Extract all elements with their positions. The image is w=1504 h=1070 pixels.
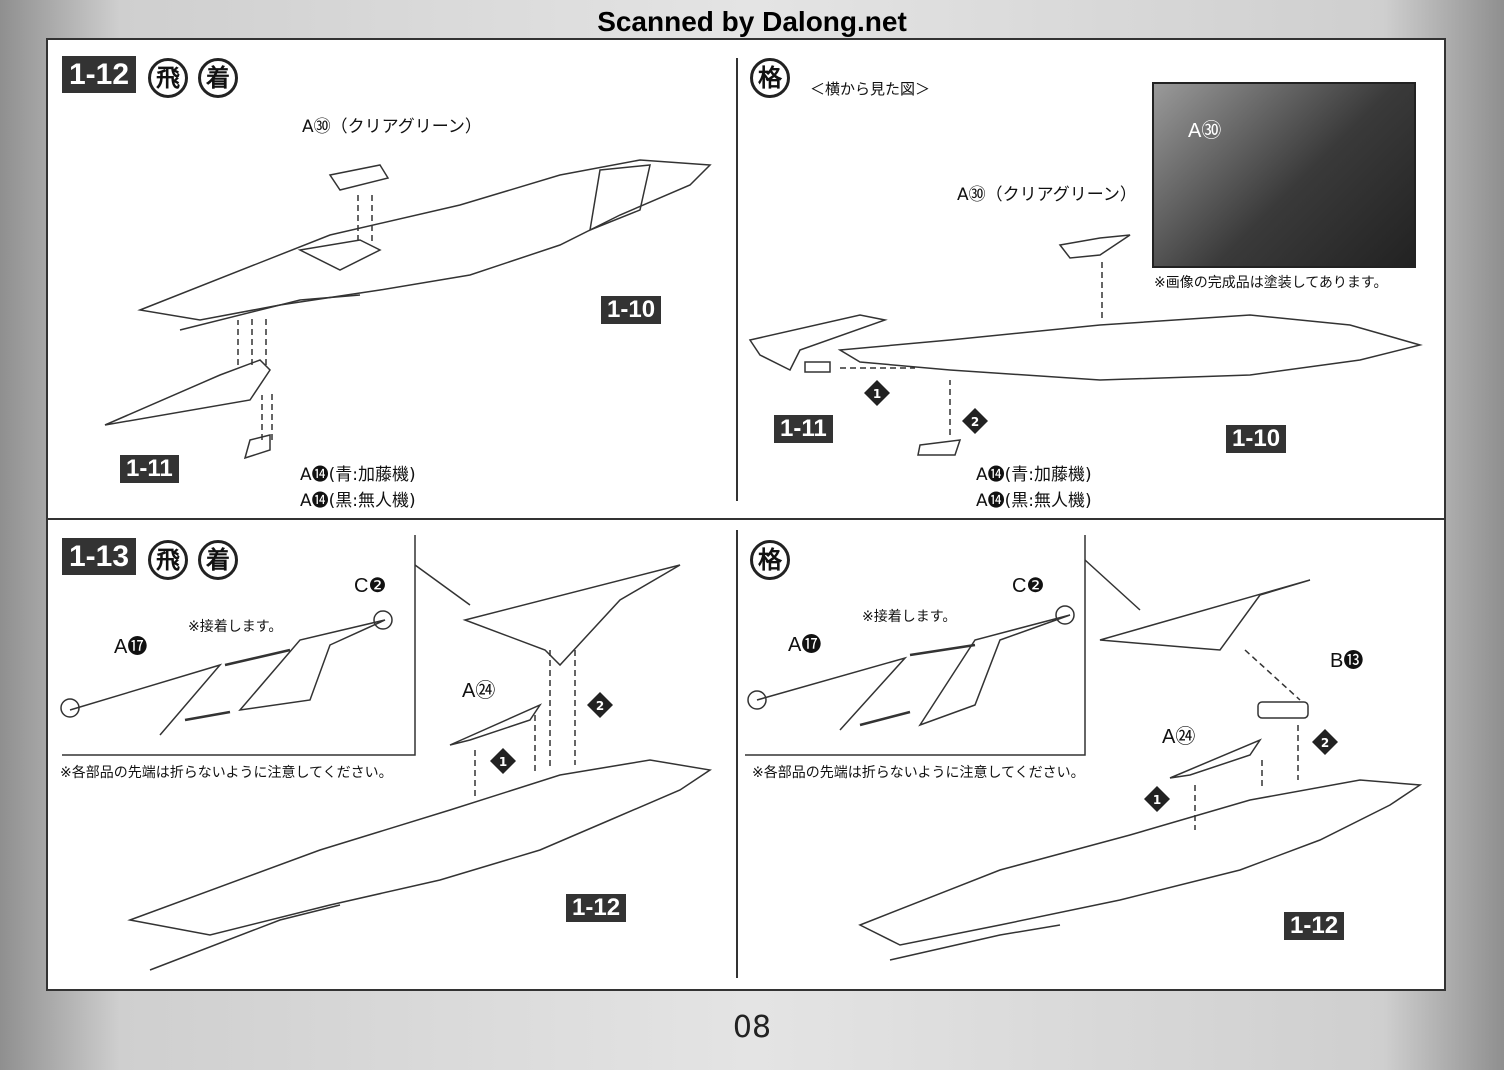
assembly-arrows-top-right (840, 262, 1103, 435)
part-label-a14-blue-side: A⓮(青:加藤機) (976, 465, 1092, 485)
step-marker-2-top-right: 2 (971, 415, 979, 429)
aircraft-drawing-bottom-left (127, 564, 712, 971)
part-label-canopy: A㉚（クリアグリーン） (302, 117, 482, 137)
detail-inset-bottom-left (60, 535, 471, 756)
vertical-divider-top (736, 58, 738, 501)
ref-step-1-12-fighter: 1-12 (1284, 912, 1345, 941)
step-number-1-12: 1-12 (62, 56, 137, 93)
step-marker-1-top-right: 1 (873, 387, 881, 401)
detail-arrows-bottom-right (859, 643, 976, 727)
fighter-mode-icon: 格 (750, 58, 790, 98)
glue-note-fighter: ※接着します。 (862, 609, 957, 625)
ref-step-1-10-side: 1-10 (1226, 425, 1287, 454)
step-marker-2-bottom-left: 2 (596, 699, 604, 713)
side-view-note: ＜横から見た図＞ (810, 80, 931, 98)
photo-part-label: A㉚ (1188, 120, 1222, 142)
part-label-c2: C❷ (354, 575, 387, 597)
photo-painted-note: ※画像の完成品は塗装してあります。 (1154, 275, 1388, 291)
part-label-a24: A㉔ (462, 680, 496, 702)
part-label-a14-black-side: A⓮(黒:無人機) (976, 491, 1092, 511)
assembly-arrows-top-left (237, 195, 373, 440)
aircraft-drawing-bottom-right (858, 779, 1423, 961)
aircraft-drawing-top-right (748, 234, 1423, 456)
step-number-1-13: 1-13 (62, 538, 137, 575)
ref-step-1-11-side: 1-11 (774, 415, 833, 444)
finished-model-photo (1152, 82, 1416, 268)
ref-step-1-12: 1-12 (566, 894, 627, 923)
tip-caution-note: ※各部品の先端は折らないように注意してください。 (60, 765, 393, 781)
part-label-a14-blue: A⓮(青:加藤機) (300, 465, 416, 485)
vertical-divider-bottom (736, 530, 738, 978)
step-marker-1-bottom-left: 1 (499, 755, 507, 769)
fighter-mode-icon-2: 格 (750, 540, 790, 580)
step-marker-2-bottom-right: 2 (1321, 736, 1329, 750)
detail-inset-bottom-right (745, 535, 1311, 779)
step-markers (490, 380, 1338, 812)
page-number: 08 (732, 1010, 772, 1045)
aircraft-drawing-top-left (104, 159, 712, 460)
ref-step-1-11: 1-11 (120, 455, 179, 484)
glue-note: ※接着します。 (188, 619, 283, 635)
landing-mode-icon-2: 着 (198, 540, 238, 580)
assembly-arrows-bottom-right (1194, 649, 1301, 830)
horizontal-divider (46, 518, 1446, 520)
landing-mode-icon: 着 (198, 58, 238, 98)
part-label-b13: B⓭ (1330, 650, 1364, 672)
part-label-a17: A⓱ (114, 636, 148, 658)
assembly-arrows-bottom-left (474, 650, 576, 800)
ref-step-1-10: 1-10 (601, 296, 662, 325)
fly-mode-icon-2: 飛 (148, 540, 188, 580)
part-label-c2-fighter: C❷ (1012, 575, 1045, 597)
watermark: Scanned by Dalong.net (597, 6, 907, 37)
part-label-a24-fighter: A㉔ (1162, 726, 1196, 748)
fly-mode-icon: 飛 (148, 58, 188, 98)
part-label-canopy-side: A㉚（クリアグリーン） (957, 185, 1137, 205)
part-label-a17-fighter: A⓱ (788, 634, 822, 656)
tip-caution-note-fighter: ※各部品の先端は折らないように注意してください。 (752, 765, 1085, 781)
part-label-a14-black: A⓮(黒:無人機) (300, 491, 416, 511)
step-marker-1-bottom-right: 1 (1153, 793, 1161, 807)
detail-arrows-bottom-left (184, 648, 291, 722)
